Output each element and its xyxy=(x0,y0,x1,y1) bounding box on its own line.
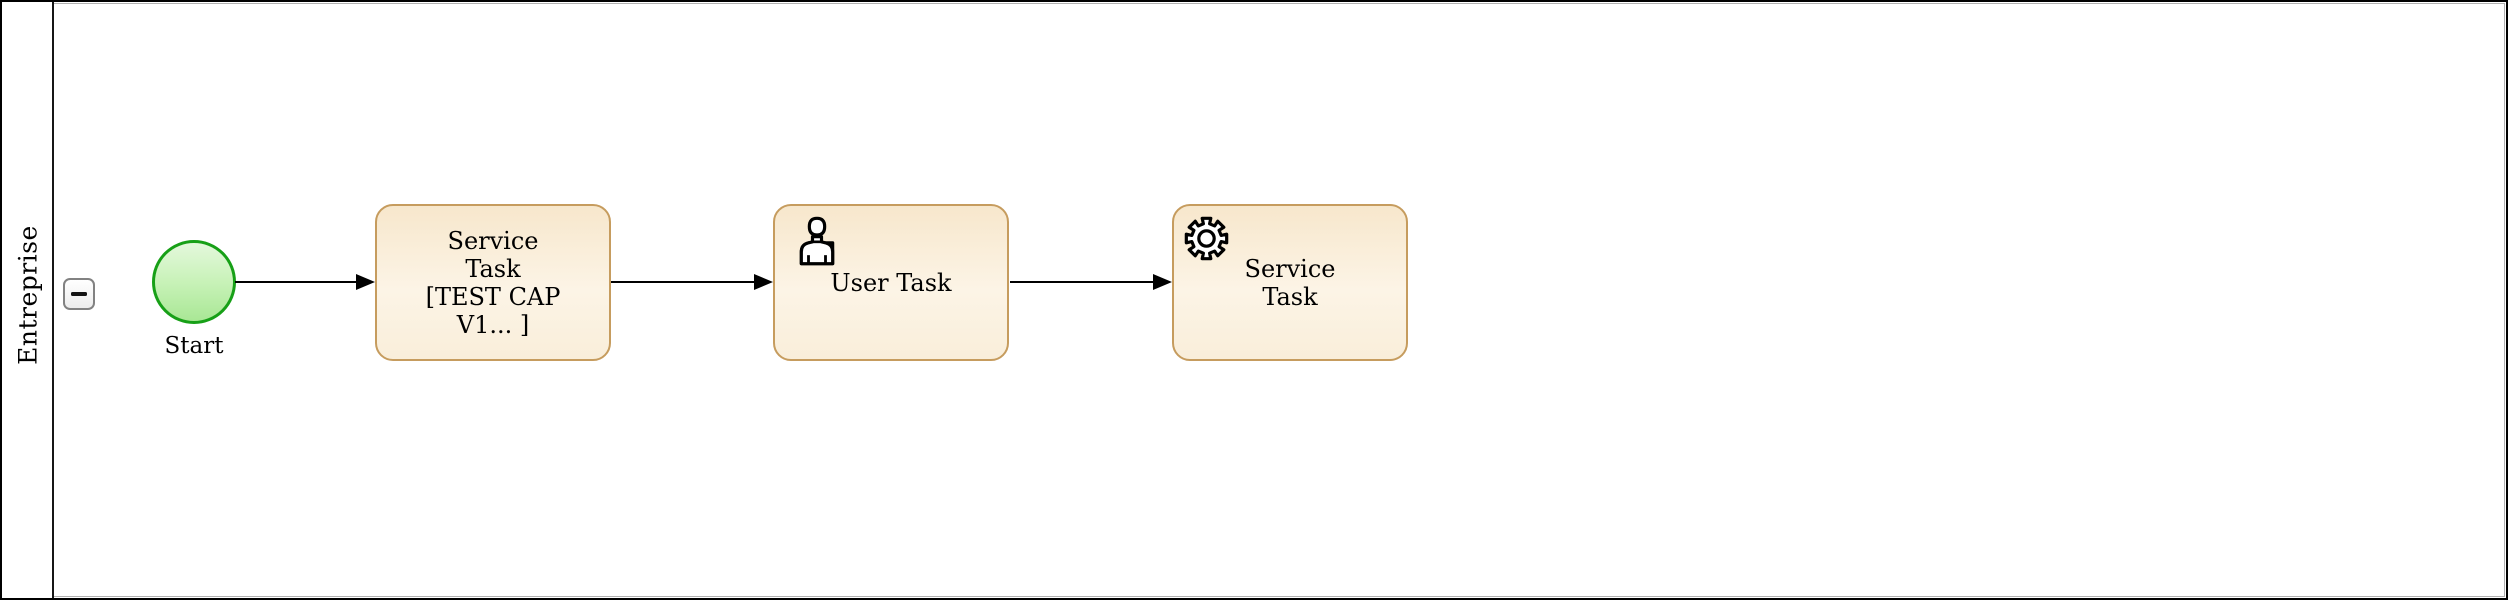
arrowhead-icon xyxy=(754,274,773,290)
arrowhead-icon xyxy=(356,274,375,290)
pool-label: Entreprise xyxy=(13,225,43,365)
sequence-flow-service-to-user-task[interactable] xyxy=(610,266,773,298)
task-label-line: Task xyxy=(1262,282,1318,311)
task-label-line: Service xyxy=(1244,254,1336,283)
user-icon xyxy=(799,216,835,266)
task-service-task-2[interactable]: Service Task xyxy=(1172,204,1408,361)
task-label-line: User Task xyxy=(830,268,952,297)
task-service-task-1[interactable]: Service Task [TEST CAP V1... ] xyxy=(375,204,611,361)
flow-line xyxy=(235,280,357,284)
pool-lane-header[interactable]: Entreprise xyxy=(2,2,54,598)
minus-icon xyxy=(71,291,87,297)
start-event-label: Start xyxy=(164,333,224,359)
task-label-line: [TEST CAP xyxy=(425,282,561,311)
task-user-task[interactable]: User Task xyxy=(773,204,1009,361)
flow-line xyxy=(610,280,755,284)
start-event[interactable] xyxy=(152,240,236,324)
task-label-line: Service xyxy=(447,226,539,255)
sequence-flow-user-to-service-task[interactable] xyxy=(1010,266,1172,298)
task-label-line: Task xyxy=(465,254,521,283)
gear-icon xyxy=(1184,216,1229,261)
collapse-lane-button[interactable] xyxy=(63,278,95,310)
sequence-flow-start-to-service-task[interactable] xyxy=(235,266,375,298)
task-label-line: V1... ] xyxy=(456,310,530,339)
flow-line xyxy=(1010,280,1154,284)
arrowhead-icon xyxy=(1153,274,1172,290)
